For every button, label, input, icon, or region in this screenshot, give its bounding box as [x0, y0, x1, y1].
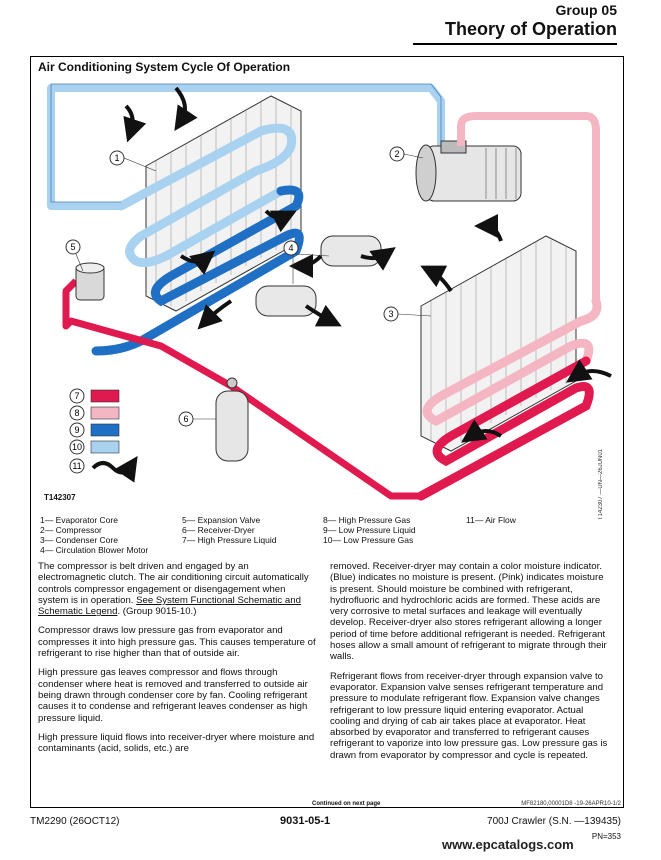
legend-item: 9— Low Pressure Liquid: [323, 525, 416, 535]
legend-item: 4— Circulation Blower Motor: [40, 545, 149, 555]
side-code: T142307 —UN—26JUN01: [598, 448, 604, 520]
section-title: Theory of Operation: [444, 19, 617, 39]
svg-text:9: 9: [74, 425, 79, 435]
legend-item: 10— Low Pressure Gas: [323, 535, 414, 545]
evaporator-tubes-dark: [91, 185, 304, 356]
schematic-link[interactable]: See System Functional Schematic and Sche…: [38, 594, 301, 618]
legend-col-1: 1— Evaporator Core 2— Compressor 3— Cond…: [40, 515, 148, 555]
continued-note: Continued on next page: [312, 801, 381, 807]
airflow-arrows: [123, 86, 612, 443]
paragraph: High pressure liquid flows into receiver…: [38, 731, 315, 755]
svg-text:11: 11: [72, 461, 81, 471]
condenser-tubes-red: [416, 356, 594, 501]
figure-title: Air Conditioning System Cycle Of Operati…: [38, 60, 291, 74]
callout-3: 3: [388, 309, 393, 319]
body-column-left: The compressor is belt driven and engage…: [38, 561, 318, 762]
receiver-dryer: [215, 377, 249, 462]
legend-item: 5— Expansion Valve: [182, 515, 261, 525]
legend-item: 6— Receiver-Dryer: [182, 525, 255, 535]
legend-item: 1— Evaporator Core: [40, 515, 118, 525]
watermark: www.epcatalogs.com: [442, 837, 574, 852]
paragraph-text: The compressor is belt driven and engage…: [38, 561, 309, 606]
condenser-core: [420, 235, 577, 452]
compressor: [415, 140, 522, 202]
machine-model: 700J Crawler (S.N. —139435): [487, 816, 621, 827]
callout-1: 1: [114, 153, 119, 163]
callout-6: 6: [183, 414, 188, 424]
expansion-valve: [75, 262, 105, 301]
paragraph: Compressor draws low pressure gas from e…: [38, 625, 316, 660]
figure-id: T142307: [44, 493, 76, 502]
content-frame: [30, 56, 624, 808]
paragraph: removed. Receiver-dryer may contain a co…: [330, 561, 607, 663]
condenser-tubes-pink: [422, 296, 602, 427]
reference-code: MF82180,00001D8 -19-26APR10-1/2: [521, 801, 621, 807]
legend-item: 8— High Pressure Gas: [323, 515, 411, 525]
paragraph: The compressor is belt driven and engage…: [38, 561, 318, 617]
body-column-right: removed. Receiver-dryer may contain a co…: [330, 561, 610, 769]
svg-text:8: 8: [74, 408, 79, 418]
callout-5: 5: [70, 242, 75, 252]
page-header: Group 05 Theory of Operation: [445, 2, 617, 40]
pn-ref: PN=353: [591, 832, 621, 841]
manual-id: TM2290 (26OCT12): [30, 816, 120, 827]
page-number: 9031-05-1: [280, 815, 331, 827]
legend-col-4: 11— Air Flow: [466, 515, 516, 525]
callouts: 1 2 3 4 5 6: [65, 146, 432, 427]
paragraph: High pressure gas leaves compressor and …: [38, 667, 308, 724]
header-rule: [413, 43, 617, 45]
paragraph-text: . (Group 9015-10.): [117, 606, 197, 618]
svg-text:7: 7: [74, 391, 79, 401]
discharge-line: [457, 112, 600, 301]
group-label: Group 05: [555, 2, 617, 18]
evaporator-tubes-light: [116, 123, 297, 268]
legend-col-3: 8— High Pressure Gas 9— Low Pressure Liq…: [323, 515, 416, 545]
legend-col-2: 5— Expansion Valve 6— Receiver-Dryer 7— …: [182, 515, 277, 545]
legend-item: 7— High Pressure Liquid: [182, 535, 277, 545]
paragraph: Refrigerant flows from receiver-dryer th…: [330, 670, 608, 761]
svg-text:10: 10: [72, 442, 82, 452]
ac-cycle-diagram: 1 2 3 4 5 6 7 8 9 10 11: [47, 83, 612, 501]
callout-2: 2: [394, 149, 399, 159]
callout-4: 4: [288, 243, 293, 253]
legend-item: 2— Compressor: [40, 525, 102, 535]
legend-item: 3— Condenser Core: [40, 535, 118, 545]
liquid-line: [62, 278, 421, 500]
color-key: 7 8 9 10 11: [69, 388, 138, 483]
legend-item: 11— Air Flow: [466, 515, 516, 525]
